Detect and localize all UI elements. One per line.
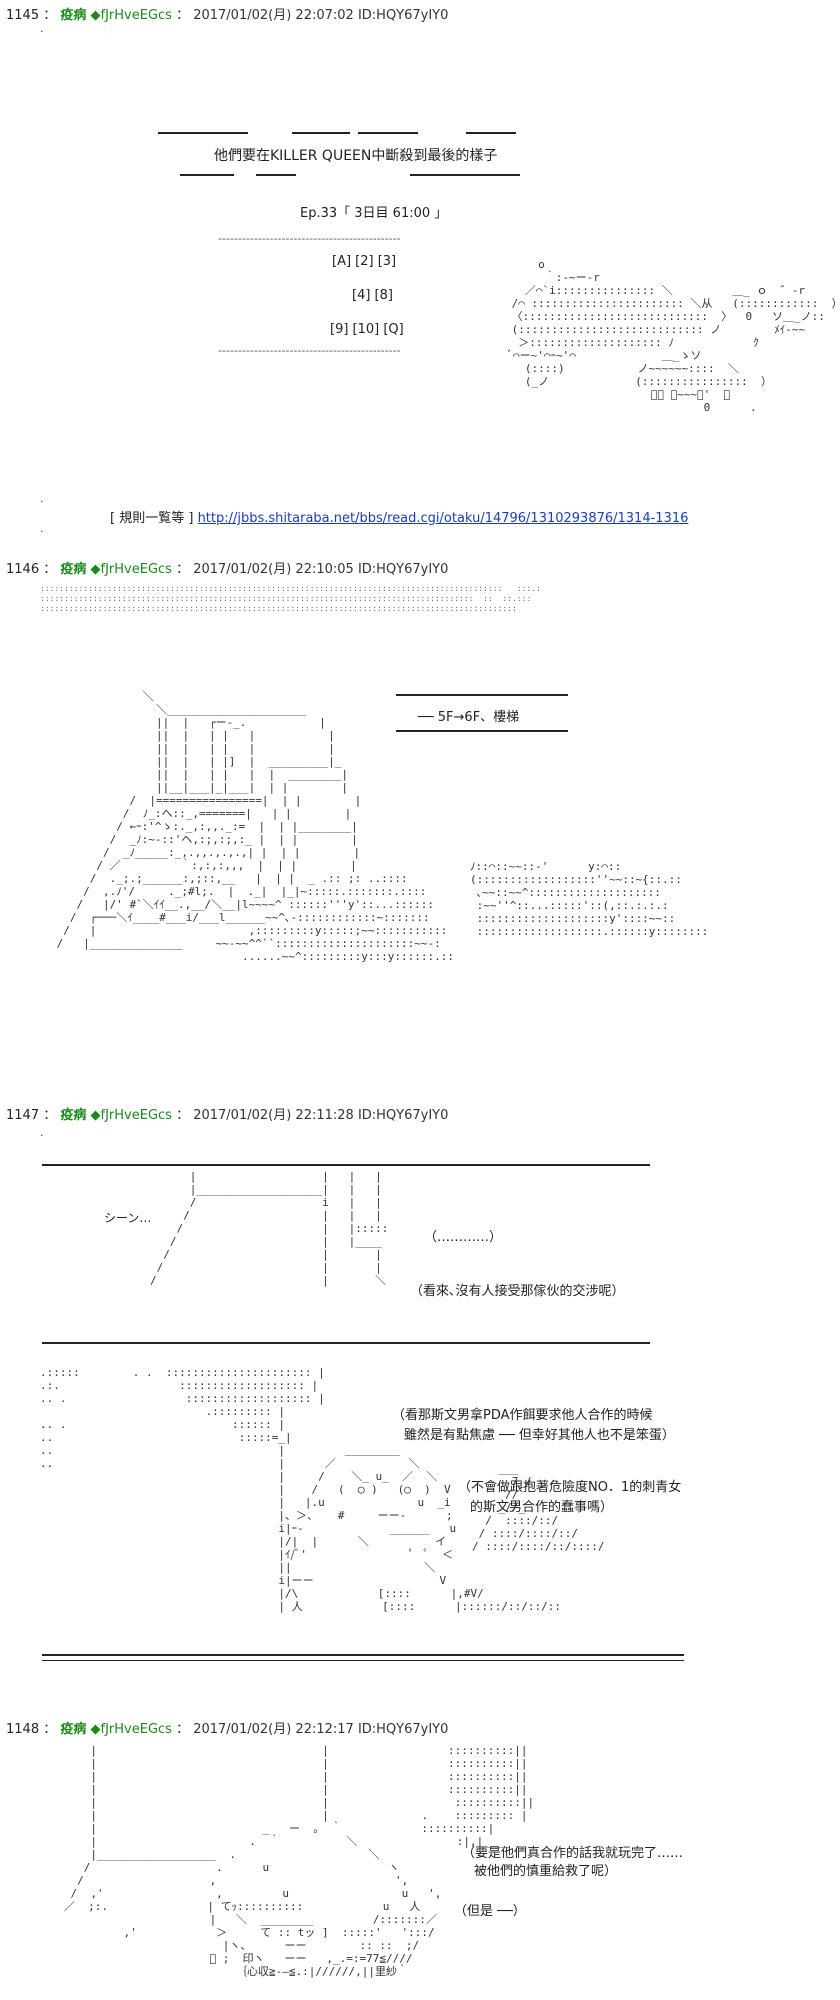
post-number[interactable]: 1146 — [6, 562, 40, 577]
dash-separator-top: ----------------------------------------… — [218, 232, 401, 245]
post-number[interactable]: 1145 — [6, 8, 40, 23]
title-underbar-left — [180, 174, 234, 176]
poster-trip: ◆fJrHveEGcs — [90, 1722, 172, 1737]
dot-marker: . — [40, 492, 44, 505]
thought-final-2: 被他們的慎重給救了呢） — [474, 1864, 618, 1879]
dash-separator-bottom: ----------------------------------------… — [218, 344, 401, 357]
post-meta: 2017/01/02(月) 22:12:17 ID:HQY67yIY0 — [193, 1722, 449, 1737]
rules-label: [ 規則一覧等 ] — [110, 511, 194, 526]
ascii-art-background-lines: ___ 7_/ // _//_ / ::::/::/ / ::::/::::/:… — [472, 1462, 605, 1553]
rules-url-link[interactable]: http://jbbs.shitaraba.net/bbs/read.cgi/o… — [197, 511, 689, 526]
post-number[interactable]: 1148 — [6, 1722, 40, 1737]
location-bar-top — [396, 694, 568, 696]
title-underbar-right — [410, 174, 520, 176]
post-meta: 2017/01/02(月) 22:10:05 ID:HQY67yIY0 — [193, 562, 449, 577]
dot-marker: . — [40, 1126, 44, 1139]
title-bar-mid2 — [358, 132, 418, 134]
thought-line-2: 雖然是有點焦慮 ── 但幸好其他人也不是笨蛋） — [404, 1428, 675, 1443]
location-caption: ── 5F→6F、樓梯 — [418, 710, 520, 725]
title-bar-left — [158, 132, 248, 134]
chapter-links-row2[interactable]: [4] [8] — [352, 288, 393, 303]
post-header-1146: 1146 ： 疫病 ◆fJrHveEGcs ： 2017/01/02(月) 22… — [6, 562, 449, 577]
thought-final-3: （但是 ──） — [454, 1904, 526, 1919]
post-meta: 2017/01/02(月) 22:07:02 ID:HQY67yIY0 — [193, 8, 449, 23]
post-header-1147: 1147 ： 疫病 ◆fJrHveEGcs ： 2017/01/02(月) 22… — [6, 1108, 449, 1123]
post-header-1148: 1148 ： 疫病 ◆fJrHveEGcs ： 2017/01/02(月) 22… — [6, 1722, 449, 1737]
ascii-art-final-panel: | | ::::::::::|| | | ::::::::::|| | | — [63, 1744, 535, 1978]
ascii-art-character-panel: .::::: . . :::::::::::::::::::::: | .:. … — [40, 1366, 561, 1613]
dot-marker: . — [40, 22, 44, 35]
thought-line-3: （不會做跟抱著危險度NO．1的刺青女 — [458, 1480, 682, 1495]
sfx-silence: シーン… — [104, 1211, 152, 1225]
chapter-links-row3[interactable]: [9] [10] [Q] — [330, 322, 404, 337]
speech-ellipsis: （…………） — [424, 1230, 503, 1245]
ascii-noise-band: ::::::::::::::::::::::::::::::::::::::::… — [40, 584, 541, 613]
post-number[interactable]: 1147 — [6, 1108, 40, 1123]
poster-name: 疫病 — [60, 1722, 87, 1737]
panel-frame-bottom — [42, 1342, 650, 1344]
dot-marker: . — [40, 522, 44, 535]
panel-frame-bottom-3 — [42, 1660, 684, 1661]
speech-no-one-accepted: （看來､沒有人接受那傢伙的交涉呢） — [410, 1284, 625, 1299]
ascii-art-creature: o ｀:-~ー‐r ／⌒`i::::::::::::::: ＼ ＿_ ｏ ゛-r… — [505, 258, 840, 414]
chapter-links-row1[interactable]: [A] [2] [3] — [332, 254, 397, 269]
poster-name: 疫病 — [60, 8, 87, 23]
title-bar-mid — [292, 132, 350, 134]
location-bar-bottom — [396, 730, 568, 732]
ascii-art-empty-hall: | | | | |___________________| | | / i | … — [150, 1170, 389, 1287]
thought-line-1: （看那斯文男拿PDA作餌要求他人合作的時候 — [392, 1408, 653, 1423]
poster-trip: ◆fJrHveEGcs — [90, 1108, 172, 1123]
title-bar-right — [466, 132, 516, 134]
thought-final-1: （要是他們真合作的話我就玩完了…… — [462, 1846, 684, 1861]
ascii-art-smoke: ﾉ::⌒::~~::‐' y:⌒:: (::::::::::::::::::''… — [470, 860, 709, 938]
post-meta: 2017/01/02(月) 22:11:28 ID:HQY67yIY0 — [193, 1108, 449, 1123]
post-header-1145: 1145 ： 疫病 ◆fJrHveEGcs ： 2017/01/02(月) 22… — [6, 8, 449, 23]
thought-line-4: 的斯文男合作的蠢事嗎） — [470, 1500, 614, 1515]
title-underbar-mid — [256, 174, 296, 176]
panel-frame-top — [42, 1164, 650, 1166]
rules-link-row: [ 規則一覧等 ] http://jbbs.shitaraba.net/bbs/… — [110, 507, 688, 526]
episode-title: 他們要在KILLER QUEEN中斷殺到最後的樣子 — [214, 148, 498, 164]
poster-name: 疫病 — [60, 562, 87, 577]
panel-frame-bottom-2 — [42, 1654, 684, 1656]
poster-name: 疫病 — [60, 1108, 87, 1123]
poster-trip: ◆fJrHveEGcs — [90, 562, 172, 577]
episode-label: Ep.33「 3日目 61:00 」 — [300, 206, 448, 221]
poster-trip: ◆fJrHveEGcs — [90, 8, 172, 23]
ascii-art-stairwell: ＼ ＼_____________________ || | ┌ー-_. | ||… — [56, 690, 454, 963]
